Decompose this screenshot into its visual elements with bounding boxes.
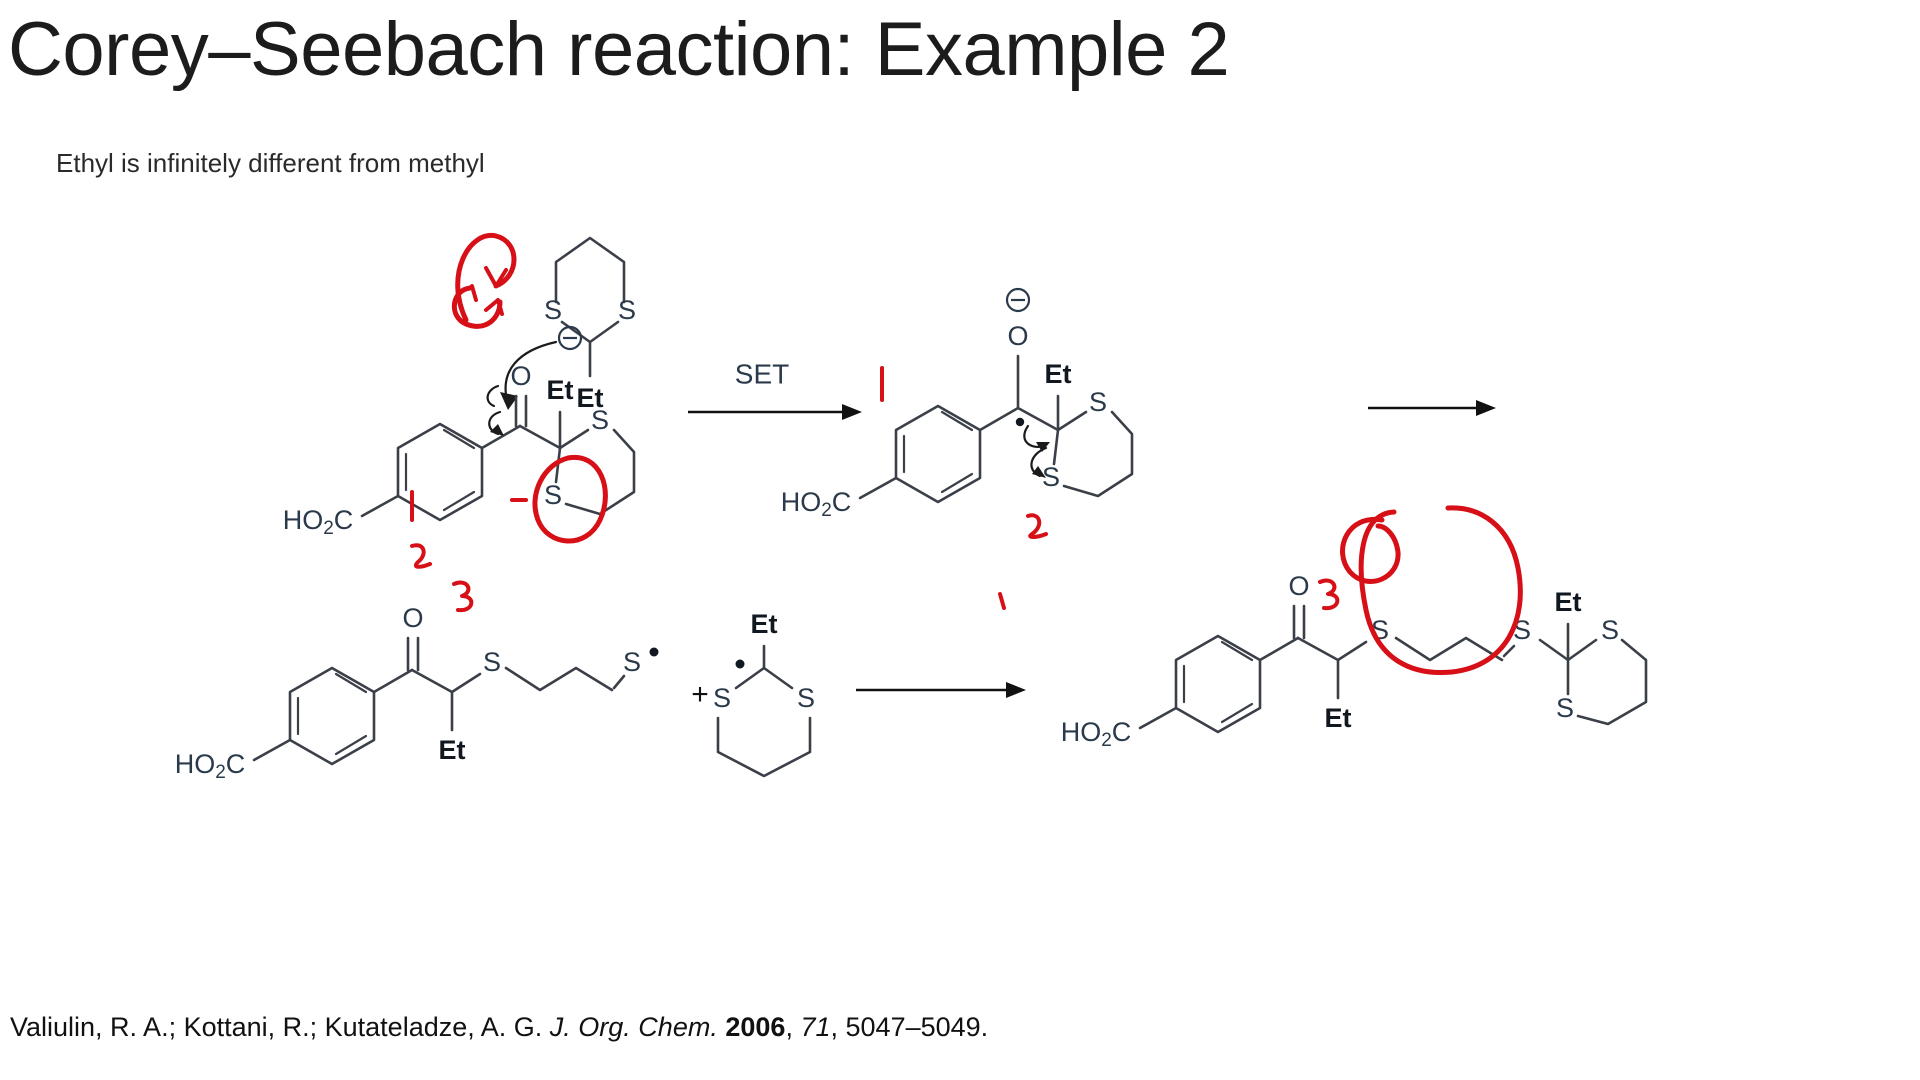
bottom-reaction-arrow <box>856 682 1026 698</box>
carboxylic-acid-label: HO2C <box>175 749 246 783</box>
annotation-layer <box>410 233 1523 676</box>
sulfur-label: S <box>618 295 636 325</box>
sulfur-label: S <box>713 683 731 713</box>
reaction-scheme-svg: S S Et HO2C <box>175 233 1648 783</box>
mechanism-arrow-carbonyl <box>486 384 504 436</box>
sulfur-label: S <box>544 480 562 510</box>
sulfur-label: S <box>544 295 562 325</box>
citation-journal: J. Org. Chem. <box>549 1012 718 1042</box>
sulfur-label: S <box>1601 615 1619 645</box>
carboxylic-acid-label: HO2C <box>283 505 354 539</box>
product-ring-opened-thiyl-radical: HO2C O Et S S <box>175 603 659 783</box>
plus-sign: + <box>691 678 709 711</box>
oxygen-label: O <box>1288 571 1309 601</box>
ethyl-label: Et <box>547 375 574 405</box>
intermediate-ketyl-radical-anion: HO2C O Et S S <box>781 287 1134 521</box>
page-title: Corey–Seebach reaction: Example 2 <box>8 7 1230 92</box>
sulfur-label: S <box>797 683 815 713</box>
reaction-scheme: S S Et HO2C <box>0 190 1920 990</box>
slide-subtitle: Ethyl is infinitely different from methy… <box>56 148 485 178</box>
radical-dot-icon <box>735 659 745 669</box>
sulfur-label: S <box>483 647 501 677</box>
citation-year: 2006 <box>725 1012 786 1042</box>
continuation-arrow <box>1368 400 1496 416</box>
sulfur-label: S <box>591 405 609 435</box>
annotation-tick-2b <box>1026 513 1048 539</box>
ethyl-label: Et <box>577 383 604 413</box>
oxygen-label: O <box>402 603 423 633</box>
sulfur-label: S <box>1042 462 1060 492</box>
mechanism-arrow-anion-to-carbonyl <box>500 340 558 410</box>
coproduct-dithianyl-radical: Et S S <box>713 609 815 778</box>
sulfur-label: S <box>1556 693 1574 723</box>
annotation-curl-arrow-large <box>455 233 517 323</box>
sulfur-label: S <box>1089 387 1107 417</box>
anion-charge-icon <box>557 325 583 351</box>
annotation-tick-3b <box>1318 578 1340 611</box>
ethyl-label: Et <box>1325 703 1352 733</box>
annotation-circle-reactant-sulfur <box>510 454 608 544</box>
annotation-loop-small <box>1340 516 1401 584</box>
set-reaction-arrow: SET <box>688 358 862 420</box>
oxygen-label: O <box>1007 321 1028 351</box>
citation-volume: 71 <box>800 1012 831 1042</box>
ethyl-label: Et <box>1555 587 1582 617</box>
carboxylic-acid-label: HO2C <box>1061 717 1132 751</box>
ethyl-label: Et <box>439 735 466 765</box>
oxygen-label: O <box>510 361 531 391</box>
annotation-loop-large <box>1358 505 1523 676</box>
reagent-dithiane-anion: S S Et <box>544 236 636 413</box>
citation: Valiulin, R. A.; Kottani, R.; Kutateladz… <box>10 1012 989 1042</box>
citation-pages: 5047–5049. <box>845 1012 989 1042</box>
product-dithiane-tethered-thioether: HO2C O Et S S Et S S <box>1061 571 1648 751</box>
annotation-tick-1b <box>998 592 1006 610</box>
ethyl-label: Et <box>751 609 778 639</box>
reactant-aryl-ketone-dithiane: HO2C O Et S S <box>283 361 636 539</box>
sulfur-label: S <box>623 647 641 677</box>
annotation-tick-2 <box>410 543 432 569</box>
ethyl-label: Et <box>1045 359 1072 389</box>
set-label: SET <box>735 358 789 389</box>
radical-dot-icon <box>649 647 659 657</box>
citation-authors: Valiulin, R. A.; Kottani, R.; Kutateladz… <box>10 1012 543 1042</box>
annotation-tick-3 <box>452 580 474 613</box>
mechanism-arrow-fragmentation <box>1023 424 1050 478</box>
radical-dot-icon <box>1015 417 1025 427</box>
carboxylic-acid-label: HO2C <box>781 487 852 521</box>
anion-charge-icon <box>1005 287 1031 313</box>
